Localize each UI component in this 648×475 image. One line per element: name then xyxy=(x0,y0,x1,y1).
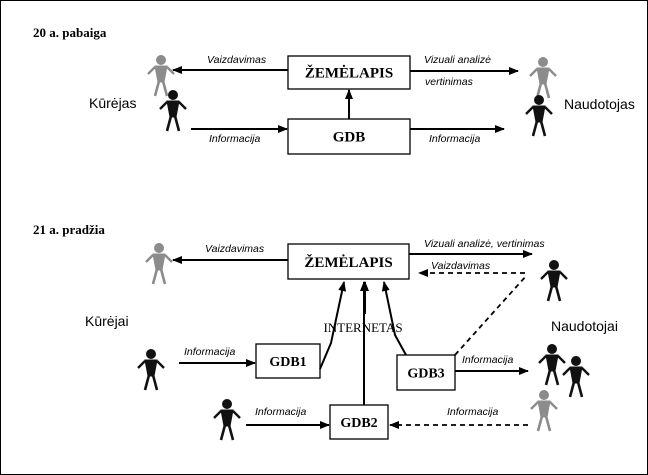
user-person-gray-icon-2 xyxy=(529,389,559,433)
gdb3-box: GDB3 xyxy=(396,354,456,391)
creators-label: Kūrėjai xyxy=(85,313,129,329)
label-vaizdavimas: Vaizdavimas xyxy=(207,54,267,66)
label-vizuali: Vizuali analizė xyxy=(424,54,491,66)
creator-person-gray-icon-2 xyxy=(144,242,174,286)
creator-person-black-icon-3 xyxy=(212,398,242,442)
user-label: Naudotojas xyxy=(564,96,635,112)
gdb3-to-map-arrow xyxy=(381,281,407,356)
gdb1-box: GDB1 xyxy=(255,343,321,379)
map-box-2: ŽEMĖLAPIS xyxy=(287,243,410,280)
label-info-dashed: Informacija xyxy=(447,406,499,418)
label-vizuali-vertinimas: Vizuali analizė, vertinimas xyxy=(424,238,545,250)
section2-heading: 21 a. pradžia xyxy=(33,222,105,237)
gdb1-to-map-arrow xyxy=(319,281,347,370)
user-person-black-icon-2 xyxy=(539,259,569,303)
gdb2-box-label: GDB2 xyxy=(340,416,377,431)
creator-person-black-icon xyxy=(158,89,188,133)
gdb1-box-label: GDB1 xyxy=(269,355,306,370)
gdb3-box-label: GDB3 xyxy=(407,367,444,382)
map-box-2-label: ŽEMĖLAPIS xyxy=(304,254,392,271)
gdb-box-label: GDB xyxy=(333,130,366,146)
label-vertinimas: vertinimas xyxy=(425,76,474,88)
user-person-black-icon xyxy=(524,94,554,138)
section1-heading: 20 a. pabaiga xyxy=(33,25,107,40)
label-vaizdavimas-left: Vaizdavimas xyxy=(205,243,265,255)
label-info-in: Informacija xyxy=(209,133,261,145)
label-vaizdavimas-dashed: Vaizdavimas xyxy=(431,260,491,272)
label-info-gdb3: Informacija xyxy=(462,354,514,366)
creator-person-black-icon-2 xyxy=(136,348,166,392)
creator-person-gray-icon xyxy=(146,54,176,98)
user-person-gray-icon xyxy=(528,56,558,100)
label-info-out: Informacija xyxy=(429,133,481,145)
creator-label: Kūrėjas xyxy=(89,95,136,111)
map-box-label: ŽEMĖLAPIS xyxy=(305,65,393,82)
label-info-gdb1: Informacija xyxy=(184,346,236,358)
user-person-black-icon-3 xyxy=(537,343,567,387)
map-box: ŽEMĖLAPIS xyxy=(287,55,411,90)
gdb3-user-dashed-line xyxy=(454,274,528,356)
gdb2-box: GDB2 xyxy=(329,404,389,440)
gdb-box: GDB xyxy=(287,118,411,155)
label-info-gdb2: Informacija xyxy=(255,406,307,418)
users-label: Naudotojai xyxy=(551,318,618,334)
user-person-black-icon-4 xyxy=(561,355,591,399)
